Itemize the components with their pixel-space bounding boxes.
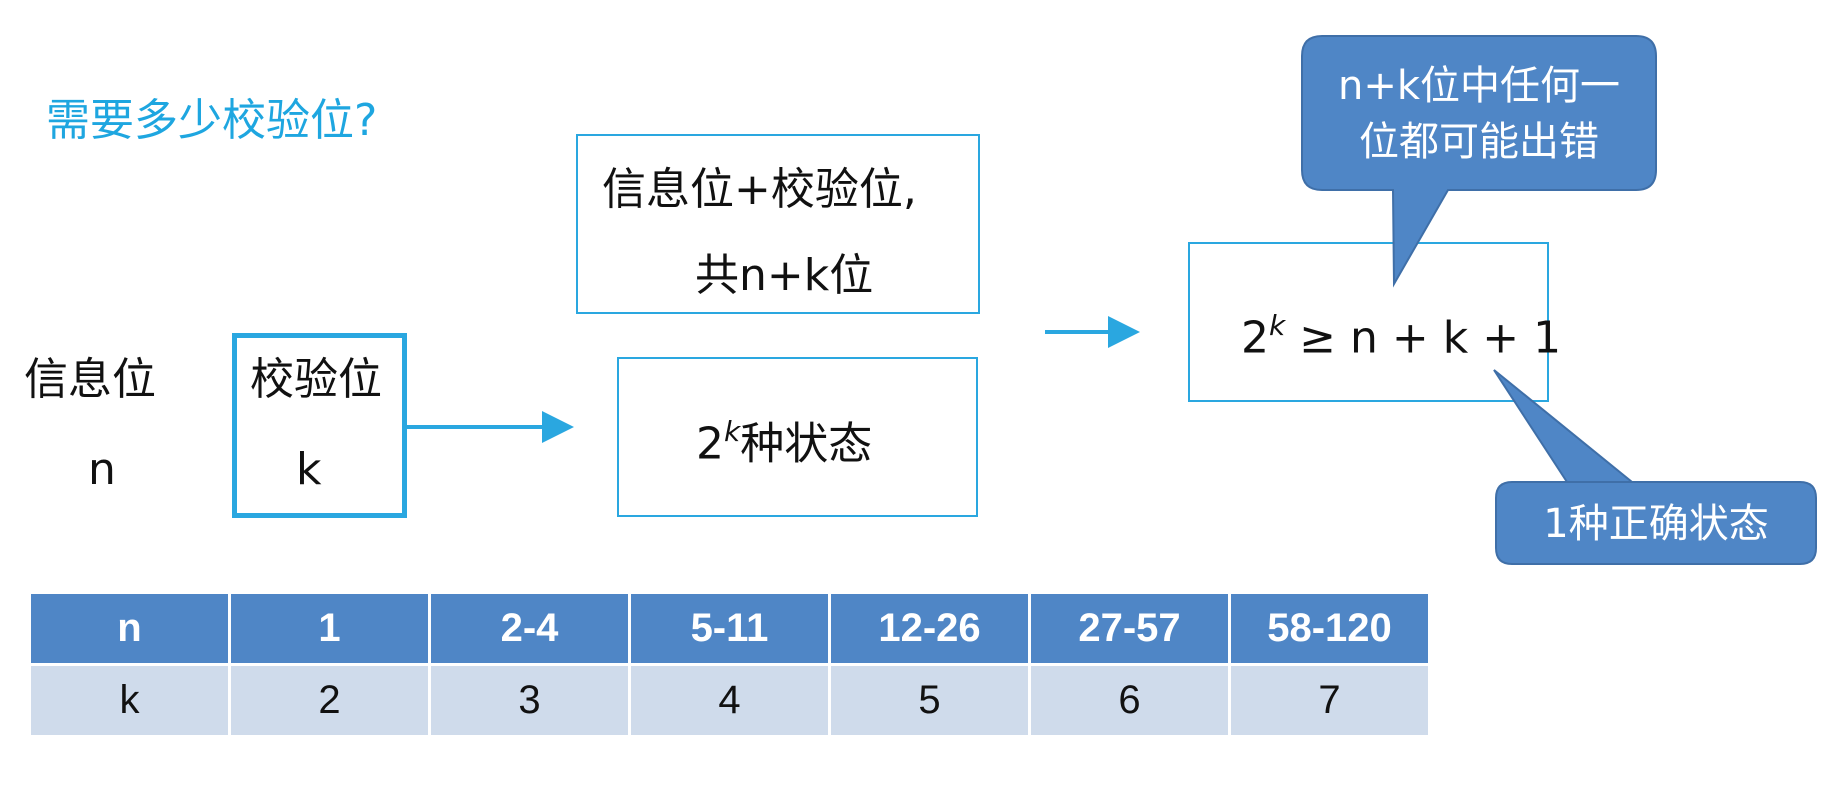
total-bits-line2: 共n+k位 bbox=[695, 250, 874, 301]
total-bits-line1: 信息位+校验位, bbox=[602, 164, 917, 215]
check-bits-symbol: k bbox=[296, 444, 322, 495]
table-row: k 2 3 4 5 6 7 bbox=[28, 663, 1431, 738]
callout-top-line1: n+k位中任何一 bbox=[1337, 63, 1621, 109]
formula-text: 2k ≥ n + k + 1 bbox=[1241, 312, 1562, 364]
callout-top-text: n+k位中任何一 位都可能出错 bbox=[1302, 58, 1656, 170]
formula-exponent: k bbox=[1269, 309, 1286, 342]
table-cell: 27-57 bbox=[1028, 591, 1231, 666]
table-cell: 58-120 bbox=[1228, 591, 1431, 666]
states-label: 种状态 bbox=[740, 418, 873, 470]
callout-top-shape bbox=[1301, 35, 1657, 288]
check-bits-box bbox=[232, 333, 407, 518]
states-exponent: k bbox=[724, 415, 741, 448]
table-cell: 7 bbox=[1228, 663, 1431, 738]
formula-box bbox=[1188, 242, 1549, 402]
table-cell: k bbox=[28, 663, 231, 738]
table-cell: 2 bbox=[228, 663, 431, 738]
table-cell: 1 bbox=[228, 591, 431, 666]
page-title: 需要多少校验位? bbox=[46, 95, 378, 146]
table-cell: 5 bbox=[828, 663, 1031, 738]
info-bits-label: 信息位 bbox=[24, 354, 156, 405]
table-header-row: n 1 2-4 5-11 12-26 27-57 58-120 bbox=[28, 591, 1431, 666]
table-cell: 5-11 bbox=[628, 591, 831, 666]
states-base: 2 bbox=[696, 418, 724, 470]
table-cell: 6 bbox=[1028, 663, 1231, 738]
states-box bbox=[617, 357, 978, 517]
table-cell: n bbox=[28, 591, 231, 666]
table-cell: 12-26 bbox=[828, 591, 1031, 666]
n-k-table: n 1 2-4 5-11 12-26 27-57 58-120 k 2 3 4 … bbox=[28, 591, 1431, 738]
table-cell: 3 bbox=[428, 663, 631, 738]
callout-top-line2: 位都可能出错 bbox=[1359, 119, 1599, 165]
callout-bottom-shape bbox=[1493, 369, 1817, 565]
total-bits-box bbox=[576, 134, 980, 314]
states-text: 2k种状态 bbox=[696, 418, 873, 470]
info-bits-symbol: n bbox=[88, 444, 116, 495]
table-cell: 2-4 bbox=[428, 591, 631, 666]
callout-bottom-text: 1种正确状态 bbox=[1543, 501, 1769, 547]
check-bits-label: 校验位 bbox=[250, 354, 382, 405]
table-cell: 4 bbox=[628, 663, 831, 738]
formula-base: 2 bbox=[1241, 312, 1269, 364]
formula-rest: ≥ n + k + 1 bbox=[1285, 312, 1562, 364]
